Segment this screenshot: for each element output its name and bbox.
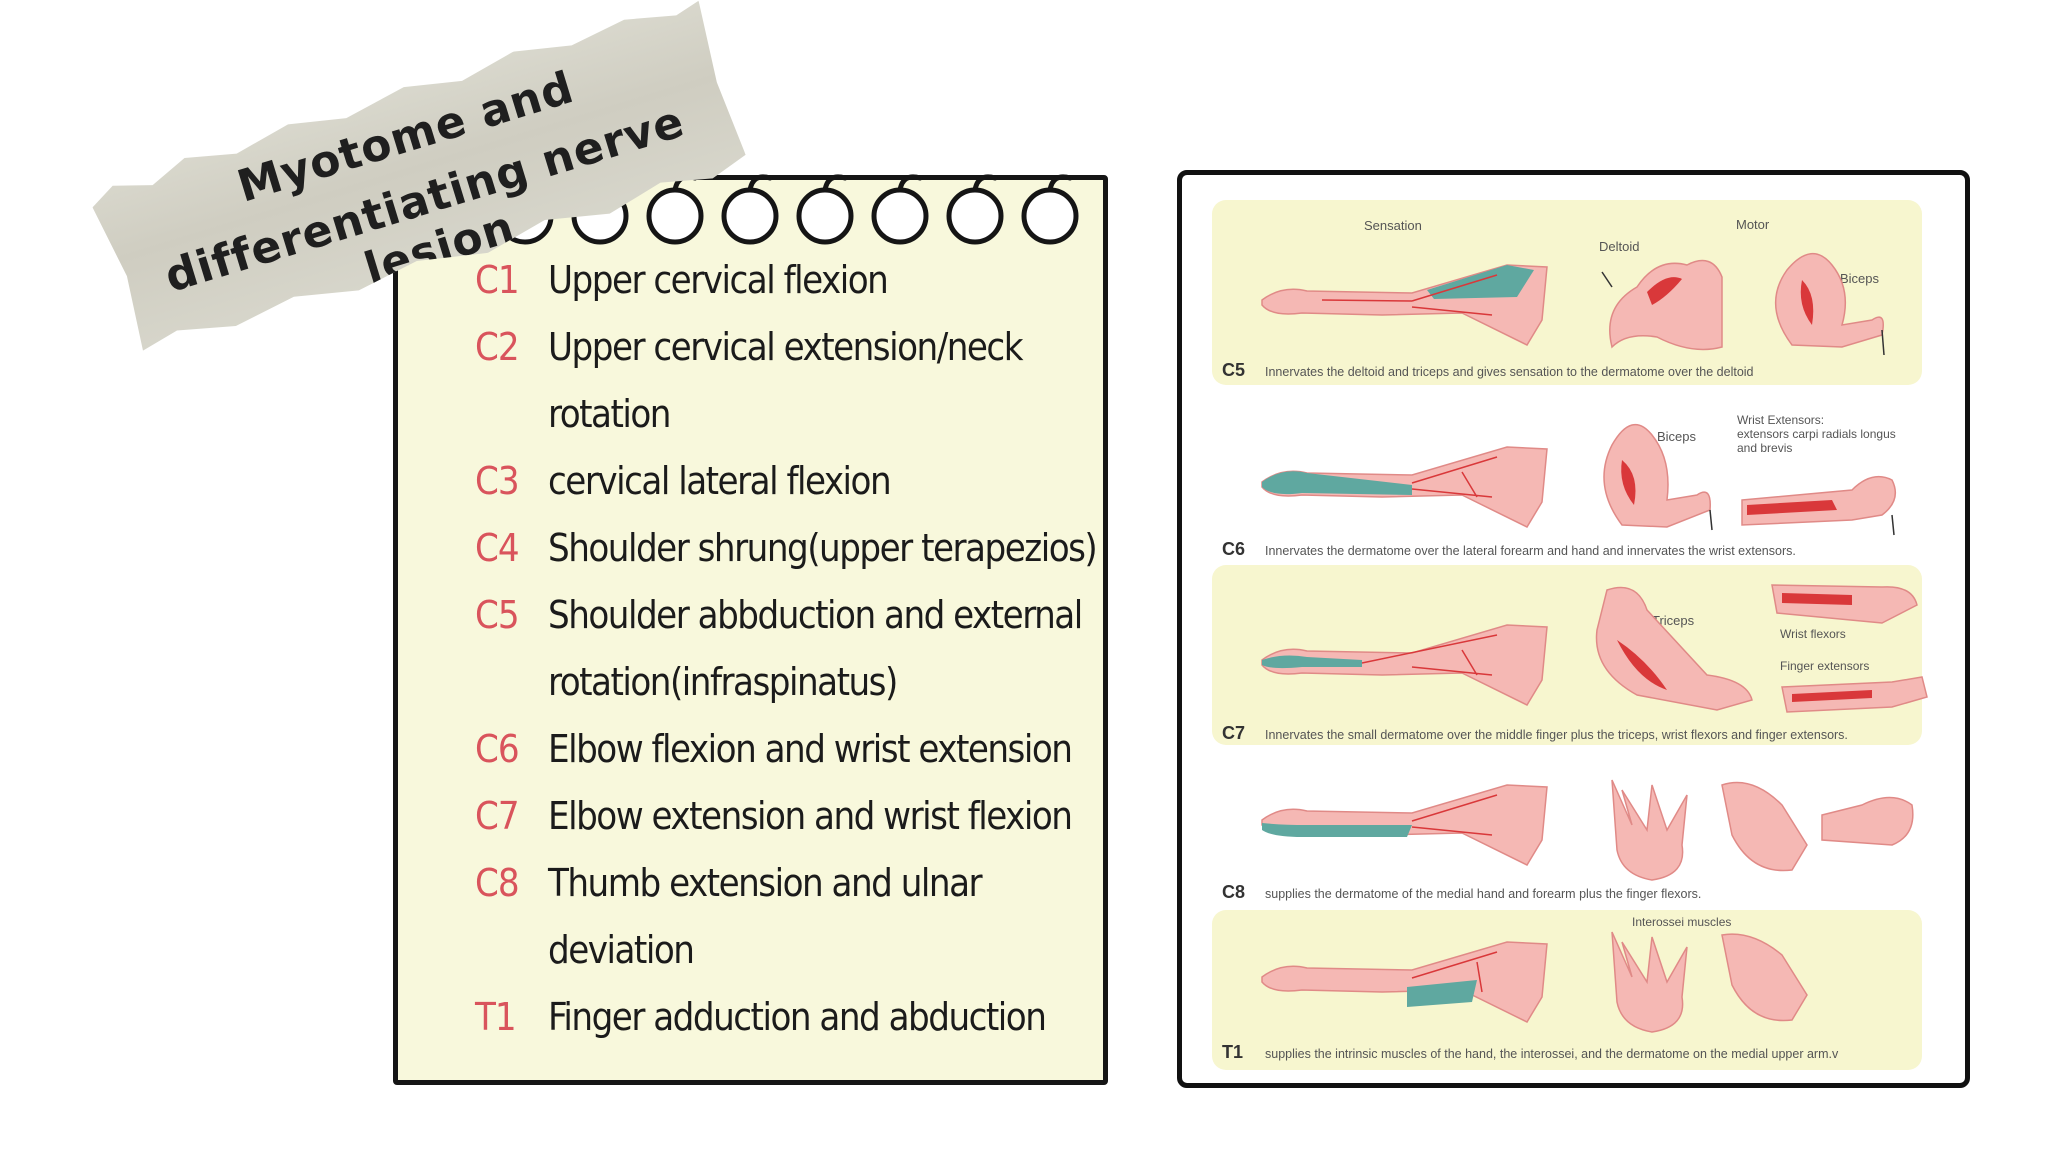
c7-arm-sensation-icon	[1261, 624, 1548, 706]
deltoid-label: Deltoid	[1599, 239, 1640, 254]
c6-arm-sensation-icon	[1261, 446, 1548, 528]
t1-hand-icon-1	[1611, 931, 1688, 1033]
dermatome-myotome-figure: Sensation Motor Deltoid Biceps C5 Innerv…	[1177, 170, 1970, 1088]
list-item: C2 Upper cervical extension/neck rotatio…	[475, 314, 1115, 448]
level-code: C1	[475, 258, 520, 302]
c7-caption: Innervates the small dermatome over the …	[1265, 728, 1848, 742]
c6-caption: Innervates the dermatome over the latera…	[1265, 544, 1796, 558]
list-item: C6 Elbow flexion and wrist extension	[475, 716, 1115, 783]
level-description: Elbow extension and wrist flexion	[548, 794, 1073, 838]
motor-header: Motor	[1736, 217, 1770, 232]
level-code: T1	[475, 995, 517, 1039]
list-item: C3 cervical lateral flexion	[475, 448, 1115, 515]
list-item: C4 Shoulder shrung(upper terapezios)	[475, 515, 1115, 582]
level-description: Upper cervical flexion	[548, 258, 889, 302]
t1-code: T1	[1222, 1042, 1244, 1062]
level-description: cervical lateral flexion	[548, 459, 892, 503]
level-description: Finger adduction and abduction	[548, 995, 1047, 1039]
c6-biceps-label: Biceps	[1657, 429, 1697, 444]
level-description: Shoulder shrung(upper terapezios)	[548, 526, 1098, 570]
level-code: C2	[475, 325, 520, 369]
c8-arm-sensation-icon	[1261, 784, 1548, 866]
level-code: C8	[475, 861, 520, 905]
c8-code: C8	[1222, 882, 1246, 902]
triceps-label: Triceps	[1652, 613, 1695, 628]
level-description: Thumb extension and ulnar deviation	[548, 861, 983, 972]
c7-code: C7	[1222, 723, 1246, 743]
biceps-label: Biceps	[1840, 271, 1880, 286]
myotome-list: C1 Upper cervical flexion C2 Upper cervi…	[475, 247, 1115, 1051]
c7-finger-extensors-icon	[1781, 676, 1928, 713]
wrist-extensors-detail-2: and brevis	[1737, 441, 1793, 455]
level-code: C3	[475, 459, 520, 503]
c8-hand-icon-3	[1821, 796, 1914, 846]
t1-caption: supplies the intrinsic muscles of the ha…	[1265, 1047, 1839, 1061]
wrist-flexors-label: Wrist flexors	[1780, 627, 1846, 641]
level-description: Elbow flexion and wrist extension	[548, 727, 1073, 771]
t1-hand-icon-2	[1721, 933, 1808, 1022]
level-code: C4	[475, 526, 520, 570]
level-code: C6	[475, 727, 520, 771]
finger-extensors-label: Finger extensors	[1780, 659, 1870, 673]
t1-arm-sensation-icon	[1261, 941, 1548, 1023]
c5-deltoid-icon	[1601, 259, 1723, 351]
level-description: Upper cervical extension/neck rotation	[548, 325, 1024, 436]
list-item: C5 Shoulder abbduction and external rota…	[475, 582, 1115, 716]
level-code: C7	[475, 794, 520, 838]
wrist-extensors-detail-1: extensors carpi radials longus	[1737, 427, 1896, 441]
c6-wrist-extensors-icon	[1741, 475, 1897, 536]
interossei-label: Interossei muscles	[1632, 915, 1732, 929]
level-description: Shoulder abbduction and external rotatio…	[548, 593, 1083, 704]
c5-caption: Innervates the deltoid and triceps and g…	[1265, 365, 1754, 379]
c5-code: C5	[1222, 360, 1246, 380]
c7-triceps-icon	[1595, 586, 1753, 711]
list-item: T1 Finger adduction and abduction	[475, 984, 1115, 1051]
list-item: C7 Elbow extension and wrist flexion	[475, 783, 1115, 850]
c5-arm-sensation-icon	[1261, 264, 1548, 346]
list-item: C1 Upper cervical flexion	[475, 247, 1115, 314]
c5-biceps-icon	[1775, 253, 1885, 356]
c8-caption: supplies the dermatome of the medial han…	[1265, 887, 1702, 901]
list-item: C8 Thumb extension and ulnar deviation	[475, 850, 1115, 984]
c6-biceps-icon	[1603, 423, 1713, 531]
sensation-header: Sensation	[1364, 218, 1422, 233]
c6-code: C6	[1222, 539, 1246, 559]
c8-hand-icon-1	[1611, 779, 1688, 881]
wrist-extensors-label: Wrist Extensors:	[1737, 413, 1825, 427]
c7-wrist-flexors-icon	[1771, 584, 1918, 624]
note-card	[393, 175, 1108, 1085]
level-code: C5	[475, 593, 520, 637]
c8-hand-icon-2	[1721, 781, 1808, 872]
